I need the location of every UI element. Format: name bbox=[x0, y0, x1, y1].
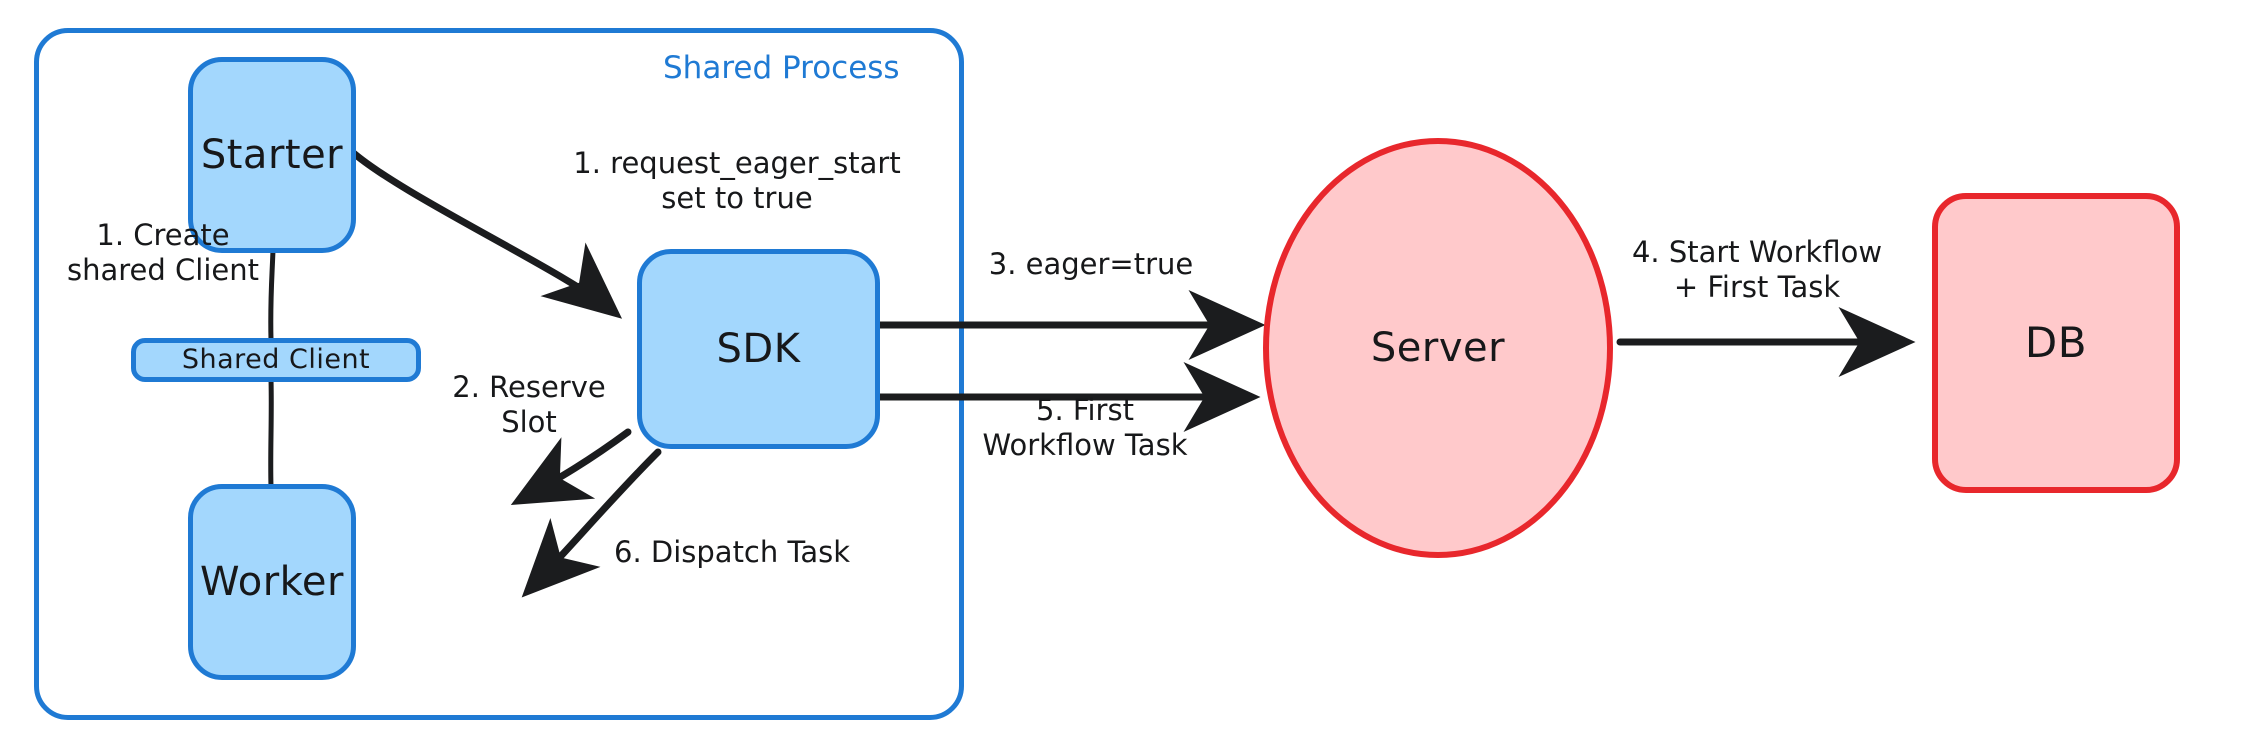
node-starter-label: Starter bbox=[200, 132, 344, 178]
node-db[interactable]: DB bbox=[1932, 193, 2180, 493]
edge-label-first-workflow-task: 5. First Workflow Task bbox=[982, 393, 1188, 463]
node-server-label: Server bbox=[1370, 325, 1506, 371]
edge-label-eager-true: 3. eager=true bbox=[988, 247, 1194, 281]
edge-label-request-eager-start: 1. request_eager_start set to true bbox=[573, 146, 901, 216]
node-shared-client[interactable]: Shared Client bbox=[131, 338, 421, 382]
edge-label-dispatch-task: 6. Dispatch Task bbox=[614, 535, 851, 569]
node-sdk[interactable]: SDK bbox=[637, 249, 880, 449]
edge-label-reserve-slot: 2. Reserve Slot bbox=[452, 370, 606, 440]
edge-label-create-shared-client: 1. Create shared Client bbox=[67, 218, 259, 288]
node-worker[interactable]: Worker bbox=[188, 484, 356, 680]
shared-process-container bbox=[34, 28, 964, 720]
node-sdk-label: SDK bbox=[716, 326, 801, 372]
node-server[interactable]: Server bbox=[1263, 138, 1613, 558]
node-starter[interactable]: Starter bbox=[188, 57, 356, 253]
node-worker-label: Worker bbox=[200, 559, 344, 605]
shared-process-label: Shared Process bbox=[663, 50, 900, 86]
node-shared-client-label: Shared Client bbox=[181, 344, 371, 376]
node-db-label: DB bbox=[2024, 317, 2088, 367]
edge-label-start-workflow: 4. Start Workflow + First Task bbox=[1631, 235, 1883, 305]
